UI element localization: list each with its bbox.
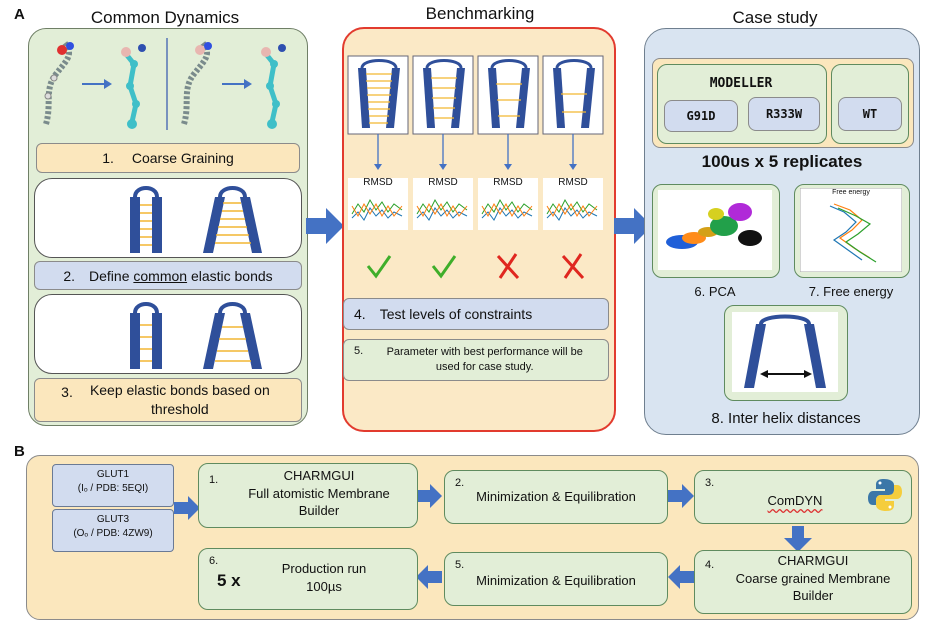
step-text: Full atomistic Membrane Builder (248, 486, 390, 518)
step-number: 4. (705, 559, 715, 571)
step-text: Coarse Graining (131, 150, 234, 166)
step-text: Parameter with best performance will be … (386, 346, 583, 373)
input-name: GLUT1 (96, 469, 130, 480)
constraint-card-4 (542, 55, 604, 135)
constraint-levels-illustration (347, 55, 604, 230)
step-6-production-run: 6. 5 x Production run 100µs (198, 548, 418, 610)
step-1-coarse-graining: 1. Coarse Graining (36, 143, 300, 173)
step-4-charmgui-coarse-grained: 4. CHARMGUI Coarse grained Membrane Buil… (694, 550, 912, 614)
benchmarking-title: Benchmarking (425, 4, 535, 23)
step-title: CHARMGUI (777, 553, 849, 568)
step-text: Production run (281, 561, 367, 576)
case-study-title: Case study (732, 8, 818, 27)
replicates-label: 100us x 5 replicates (701, 152, 863, 171)
pca-scatter-image (658, 190, 772, 270)
step-3-comdyn: 3. ComDYN (694, 470, 912, 524)
step-text: Test levels of constraints (379, 306, 533, 322)
inter-helix-distance-illustration (732, 312, 838, 392)
coarse-graining-illustration (43, 38, 286, 130)
step-5-best-parameter: 5. Parameter with best performance will … (343, 339, 609, 381)
input-glut1: GLUT1 (Iₒ / PDB: 5EQI) (52, 464, 174, 507)
step-number: 4. (354, 306, 366, 322)
rmsd-plots (348, 178, 603, 230)
check-icon (431, 255, 457, 279)
atomistic-molecule-right (181, 40, 212, 125)
arrow-right-icon (82, 79, 112, 89)
input-glut3: GLUT3 (Oₒ / PDB: 4ZW9) (52, 509, 174, 552)
rmsd-label-2: RMSD (428, 177, 458, 188)
mutant-r333w: R333W (748, 97, 820, 131)
wild-type: WT (838, 97, 902, 131)
step-text: Minimization & Equilibration (476, 573, 636, 588)
step-number: 2. (63, 267, 76, 284)
arrow-left-icon (416, 565, 442, 589)
big-arrow-icon (306, 208, 344, 244)
arrow-right-icon (416, 484, 442, 508)
step-text: Coarse grained Membrane Builder (735, 571, 891, 603)
check-icon (366, 255, 392, 279)
arrow-right-icon (222, 79, 252, 89)
step-2-define-common-bonds: 2. Define common elastic bonds (34, 261, 302, 290)
step-number: 5. (354, 345, 364, 357)
free-energy-label: 7. Free energy (808, 284, 894, 299)
step-number: 3. (705, 477, 715, 489)
common-dynamics-title: Common Dynamics (90, 8, 240, 27)
panel-a-label: A (14, 6, 25, 23)
step-1-charmgui-full-atomistic: 1. CHARMGUI Full atomistic Membrane Buil… (198, 463, 418, 528)
arrow-left-icon (668, 565, 694, 589)
arrow-right-icon (174, 496, 200, 520)
arrow-right-icon (668, 484, 694, 508)
inter-helix-label: 8. Inter helix distances (711, 410, 861, 427)
free-energy-plot-title: Free energy (832, 189, 870, 196)
input-sub: (Iₒ / PDB: 5EQI) (77, 483, 149, 494)
run-multiplier: 5 x (217, 571, 241, 590)
big-arrow-icon (614, 208, 652, 244)
step-5-minimization: 5. Minimization & Equilibration (444, 552, 668, 606)
elastic-bonds-box-1 (34, 178, 302, 258)
helix-pair-illustration (130, 186, 262, 253)
input-sub: (Oₒ / PDB: 4ZW9) (73, 528, 153, 539)
python-logo-icon (868, 479, 902, 511)
step-number: 3. (61, 384, 73, 400)
atomistic-molecule-left (43, 40, 74, 125)
cg-beads-right (261, 44, 286, 129)
constraint-card-1 (347, 55, 409, 135)
step-text-pre: Define (89, 267, 134, 284)
step-text: ComDYN (767, 493, 823, 508)
panel-b-label: B (14, 443, 25, 460)
cg-beads-left (121, 44, 146, 129)
benchmark-results (366, 253, 585, 280)
step-number: 1. (102, 150, 114, 166)
rmsd-label-3: RMSD (493, 177, 523, 188)
step-number: 5. (455, 559, 465, 571)
mutant-g91d: G91D (664, 100, 738, 132)
pca-label: 6. PCA (694, 284, 736, 299)
constraint-card-2 (412, 55, 474, 135)
modeller-label: MODELLER (709, 76, 773, 91)
step-text-underlined: common (133, 267, 188, 284)
step-text: Minimization & Equilibration (476, 489, 636, 504)
rmsd-label-1: RMSD (363, 177, 393, 188)
step-number: 6. (209, 555, 219, 567)
step-number: 1. (209, 474, 219, 486)
step-4-test-constraints: 4. Test levels of constraints (343, 298, 609, 330)
step-3-keep-elastic-bonds: 3. Keep elastic bonds based on threshold (34, 378, 302, 422)
step-text: Keep elastic bonds based on threshold (89, 382, 270, 417)
rmsd-label-4: RMSD (558, 177, 588, 188)
input-name: GLUT3 (96, 514, 130, 525)
elastic-bonds-box-2 (34, 294, 302, 374)
helix-pair-threshold-illustration (130, 302, 262, 369)
run-duration: 100µs (306, 579, 342, 594)
arrow-down-icon (784, 526, 812, 552)
step-number: 2. (455, 477, 465, 489)
cross-icon (561, 253, 585, 280)
step-title: CHARMGUI (283, 468, 355, 483)
step-2-minimization: 2. Minimization & Equilibration (444, 470, 668, 524)
free-energy-plot-image (800, 188, 902, 272)
constraint-card-3 (477, 55, 539, 135)
cross-icon (496, 253, 520, 280)
step-text-post: elastic bonds (187, 267, 273, 284)
